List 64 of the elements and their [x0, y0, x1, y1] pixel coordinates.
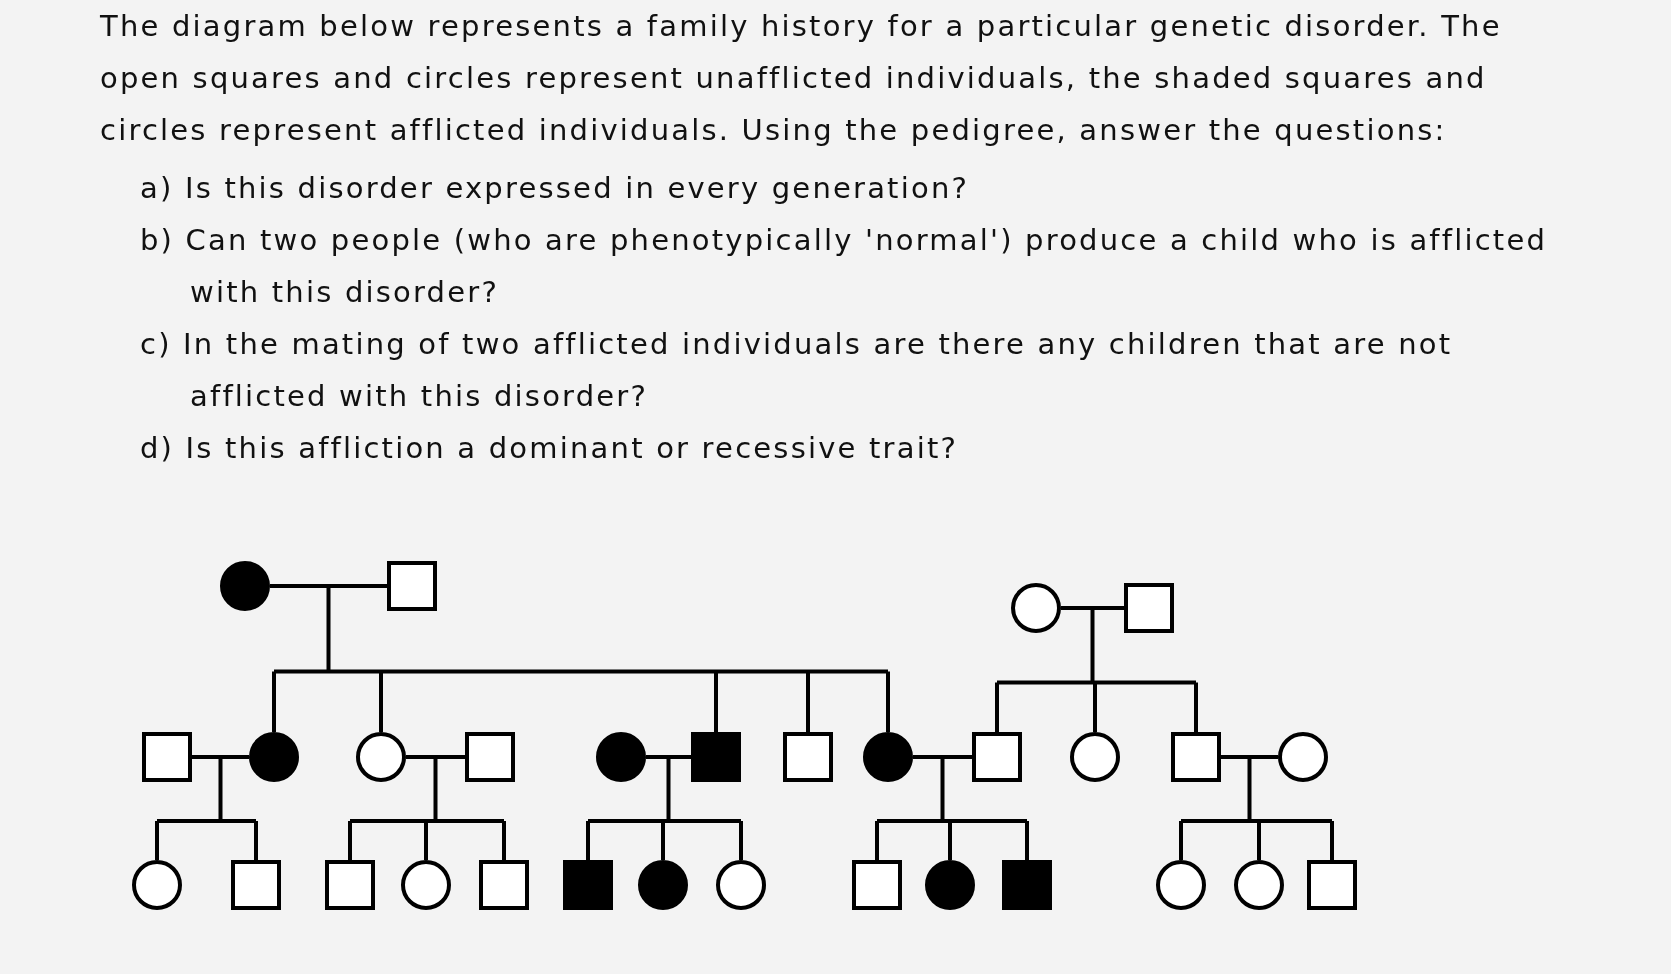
- pedigree-square: [479, 860, 529, 910]
- pedigree-square: [783, 732, 833, 782]
- question-text: b) Can two people (who are phenotypically 'normal') produce a child who is afflicted with this disorder?: [139, 222, 1549, 311]
- pedigree-line: [739, 821, 743, 860]
- pedigree-line: [379, 671, 383, 732]
- pedigree-line: [1330, 821, 1334, 860]
- pedigree-circle: [596, 732, 646, 782]
- pedigree-line: [254, 821, 258, 860]
- pedigree-line: [1061, 606, 1124, 610]
- pedigree-line: [270, 584, 387, 588]
- question-text: c) In the mating of two afflicted individuals are there any children that are not afflicted with this disorder?: [139, 326, 1454, 415]
- pedigree-circle: [132, 860, 182, 910]
- pedigree-line: [424, 821, 428, 860]
- question-text: a) Is this disorder expressed in every generation?: [139, 170, 971, 207]
- pedigree-circle: [638, 860, 688, 910]
- pedigree-circle: [925, 860, 975, 910]
- pedigree-line: [661, 821, 665, 860]
- pedigree-circle: [356, 732, 406, 782]
- pedigree-line: [875, 821, 879, 860]
- pedigree-circle: [1278, 732, 1328, 782]
- pedigree-circle: [716, 860, 766, 910]
- pedigree-line: [272, 671, 276, 732]
- pedigree-line: [714, 671, 718, 732]
- pedigree-line: [502, 821, 506, 860]
- pedigree-square: [465, 732, 515, 782]
- pedigree-line: [1025, 821, 1029, 860]
- pedigree-line: [995, 682, 999, 732]
- pedigree-circle: [220, 561, 270, 611]
- pedigree-square: [1002, 860, 1052, 910]
- pedigree-square: [972, 732, 1022, 782]
- pedigree-square: [1307, 860, 1357, 910]
- pedigree-circle: [401, 860, 451, 910]
- pedigree-square: [691, 732, 741, 782]
- pedigree-line: [348, 821, 352, 860]
- question-text: d) Is this affliction a dominant or recessive trait?: [139, 430, 960, 467]
- pedigree-square: [563, 860, 613, 910]
- pedigree-circle: [1070, 732, 1120, 782]
- pedigree-square: [325, 860, 375, 910]
- pedigree-square: [142, 732, 192, 782]
- pedigree-line: [886, 671, 890, 732]
- pedigree-circle: [1234, 860, 1284, 910]
- pedigree-line: [913, 755, 972, 759]
- pedigree-line: [192, 755, 249, 759]
- pedigree-square: [1171, 732, 1221, 782]
- pedigree-square: [231, 860, 281, 910]
- pedigree-line: [586, 821, 590, 860]
- instructions-paragraph: The diagram below represents a family history for a particular genetic disorder. The open squares and circles represent unafflicted individuals, the shaded squares and circles represent afflicted individuals. Using the pedigree, answer the questions:: [100, 8, 1503, 149]
- pedigree-circle: [863, 732, 913, 782]
- pedigree-line: [1179, 821, 1183, 860]
- pedigree-line: [948, 821, 952, 860]
- pedigree-line: [806, 671, 810, 732]
- pedigree-square: [852, 860, 902, 910]
- pedigree-line: [646, 755, 691, 759]
- pedigree-circle: [1011, 583, 1061, 633]
- pedigree-square: [1124, 583, 1174, 633]
- pedigree-line: [155, 821, 159, 860]
- pedigree-square: [387, 561, 437, 611]
- pedigree-line: [406, 755, 465, 759]
- pedigree-line: [1194, 682, 1198, 732]
- pedigree-line: [1093, 682, 1097, 732]
- pedigree-circle: [249, 732, 299, 782]
- pedigree-line: [1221, 755, 1278, 759]
- pedigree-line: [1257, 821, 1261, 860]
- pedigree-circle: [1156, 860, 1206, 910]
